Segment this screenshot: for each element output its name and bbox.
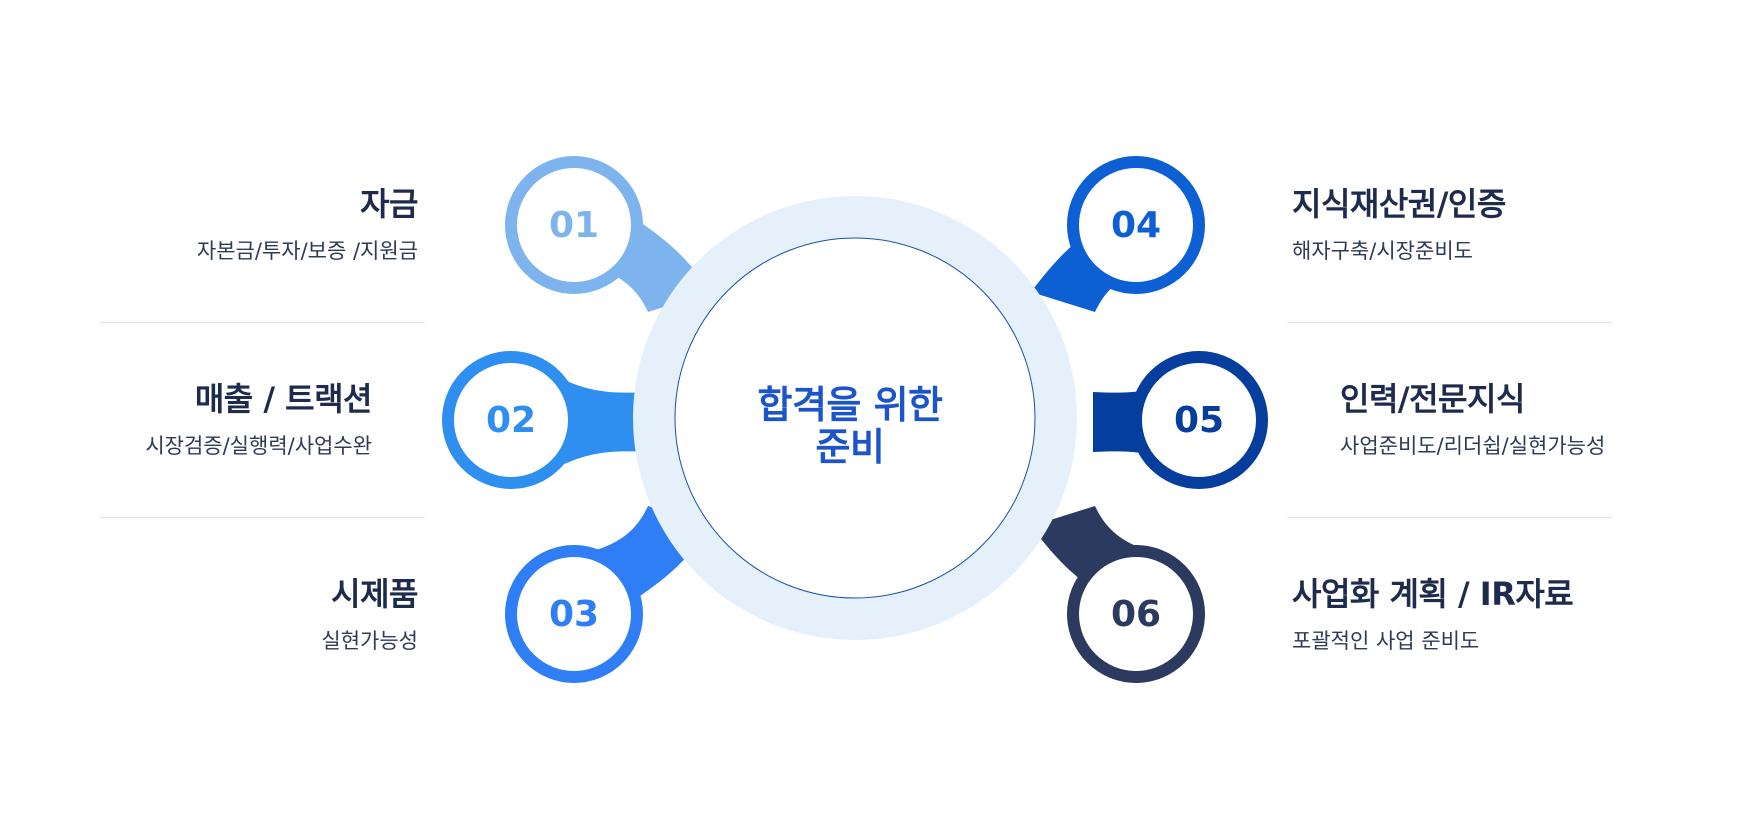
- node-number-01: 01: [549, 205, 599, 246]
- label-01-title: 자금: [360, 185, 418, 223]
- divider-right-2: [1287, 517, 1612, 518]
- node-02: 02: [442, 351, 580, 489]
- node-03: 03: [505, 545, 643, 683]
- divider-left-2: [100, 517, 425, 518]
- label-03-title: 시제품: [331, 575, 418, 613]
- connector-02: [560, 378, 650, 466]
- label-04-title: 지식재산권/인증: [1292, 185, 1506, 223]
- label-01-desc: 자본금/투자/보증 /지원금: [196, 239, 418, 263]
- label-02: 매출 / 트랙션 시장검증/실행력/사업수완: [0, 379, 372, 459]
- node-number-03: 03: [549, 594, 599, 635]
- node-number-05: 05: [1174, 400, 1224, 441]
- label-01: 자금 자본금/투자/보증 /지원금: [0, 184, 419, 264]
- hub-title-line1: 합격을 위한: [757, 383, 943, 427]
- label-06-desc: 포괄적인 사업 준비도: [1292, 629, 1480, 653]
- node-05: 05: [1130, 351, 1268, 489]
- divider-right-1: [1287, 322, 1612, 323]
- label-05-desc: 사업준비도/리더쉽/실현가능성: [1340, 434, 1606, 458]
- node-number-06: 06: [1111, 594, 1161, 635]
- node-06: 06: [1067, 545, 1205, 683]
- label-05: 인력/전문지식 사업준비도/리더쉽/실현가능성: [1340, 379, 1743, 459]
- label-02-title: 매출 / 트랙션: [194, 380, 373, 418]
- label-03: 시제품 실현가능성: [0, 574, 418, 654]
- node-04: 04: [1067, 156, 1205, 294]
- label-05-title: 인력/전문지식: [1340, 380, 1525, 418]
- node-number-04: 04: [1111, 205, 1161, 246]
- label-06-title: 사업화 계획 / IR자료: [1292, 575, 1574, 613]
- node-number-02: 02: [486, 400, 536, 441]
- label-02-desc: 시장검증/실행력/사업수완: [145, 434, 372, 458]
- hub-inner-circle: [674, 237, 1036, 599]
- divider-left-1: [100, 322, 425, 323]
- label-04: 지식재산권/인증 해자구축/시장준비도: [1292, 184, 1712, 264]
- hub-title: 합격을 위한 준비: [700, 384, 1000, 468]
- label-04-desc: 해자구축/시장준비도: [1292, 239, 1473, 263]
- label-06: 사업화 계획 / IR자료 포괄적인 사업 준비도: [1292, 574, 1712, 654]
- hub-title-line2: 준비: [815, 425, 885, 469]
- label-03-desc: 실현가능성: [321, 629, 418, 653]
- node-01: 01: [505, 156, 643, 294]
